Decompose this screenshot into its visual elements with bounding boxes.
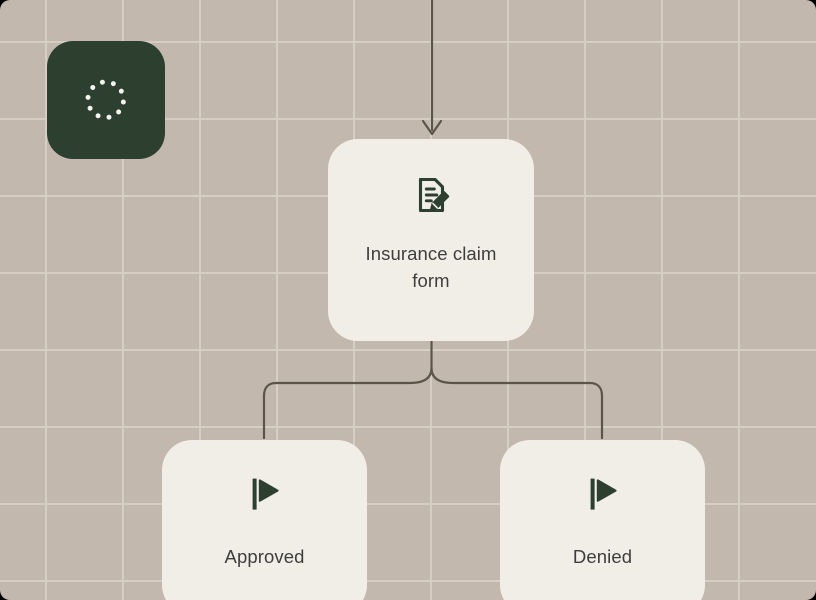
node-label: Insurance claim form (365, 243, 497, 291)
flag-icon (245, 474, 285, 514)
flag-icon (583, 474, 623, 514)
node-label: Approved (224, 546, 305, 567)
node-denied[interactable]: Denied (500, 440, 705, 600)
document-edit-icon (411, 175, 451, 215)
connector-to-denied (430, 366, 604, 440)
grid-line-horizontal (0, 349, 816, 351)
app-logo-badge[interactable] (47, 41, 165, 159)
grid-line-vertical (738, 0, 740, 600)
node-insurance-claim-form[interactable]: Insurance claim form (328, 139, 534, 341)
arrowhead-down-icon (421, 119, 443, 136)
connector-to-approved (262, 366, 433, 440)
grid-line-horizontal (0, 426, 816, 428)
node-label: Denied (572, 546, 633, 567)
loading-spinner-dots-icon (85, 79, 127, 121)
node-approved[interactable]: Approved (162, 440, 367, 600)
